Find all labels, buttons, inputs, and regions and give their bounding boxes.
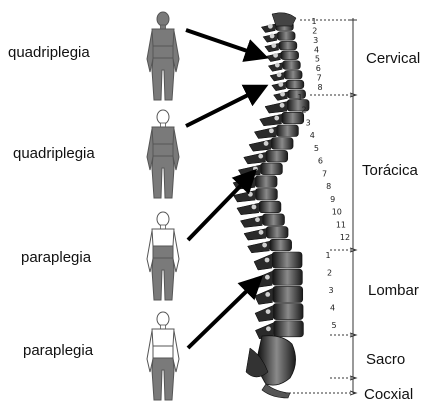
human-figure-1 [147,12,179,100]
vertebra-body [255,176,277,188]
vertebra-number: 7 [317,74,322,83]
vertebra-number: 7 [322,169,327,178]
vertebra-number: 8 [326,182,331,191]
vertebra-body [255,189,277,201]
vertebra-number: 5 [315,55,320,64]
vertebra-number: 4 [330,304,335,313]
vertebra-body [282,61,300,70]
region-label-lombar: Lombar [368,282,419,299]
vertebra-number: 2 [302,106,307,115]
arrow-to-cervical-top [186,30,262,56]
vertebra-body [273,286,303,302]
vertebra-number: 12 [340,233,350,242]
vertebra-number: 3 [328,286,333,295]
vertebra-body [260,163,282,175]
vertebra-body [270,239,292,251]
vertebra-body [276,125,298,137]
coccyx [262,384,290,398]
figure-label-2: quadriplegia [13,145,95,162]
arrow-to-cervical-low [186,88,262,126]
arrows-group [186,30,262,348]
figure-label-3: paraplegia [21,249,91,266]
region-label-cocxial: Cocxial [364,386,413,403]
vertebra-body [262,214,284,226]
human-figure-4 [147,312,179,400]
figure-label-4: paraplegia [23,342,93,359]
vertebra-body [272,269,302,285]
vertebra-body [266,150,288,162]
vertebra-body [279,41,297,50]
vertebra-body [271,138,293,150]
vertebra-number: 6 [316,64,321,73]
vertebra-body [277,32,295,41]
figure-label-1: quadriplegia [8,44,90,61]
vertebra-body [272,252,302,268]
vertebra-number: 5 [331,321,336,330]
vertebra-body [281,51,299,60]
sacrum [258,336,296,385]
vertebra-body [266,227,288,239]
vertebra-number: 1 [297,93,302,102]
human-figure-2 [147,110,179,198]
human-figure-3 [147,212,179,300]
vertebra-number: 1 [311,17,316,26]
vertebra-number: 4 [314,45,319,54]
vertebra-number: 4 [310,131,315,140]
vertebra-number: 10 [332,208,342,217]
vertebra-number: 2 [312,26,317,35]
vertebra-body [286,80,304,89]
vertebra-number: 11 [336,220,346,229]
vertebra-number: 1 [325,251,330,260]
vertebra-body [273,321,303,337]
vertebra-number: 3 [313,36,318,45]
region-label-cervical: Cervical [366,50,420,67]
vertebra-body [273,304,303,320]
vertebra-number: 8 [317,83,322,92]
vertebral-column [233,13,309,398]
vertebra-body [259,201,281,213]
vertebra-number: 5 [314,144,319,153]
arrow-to-lumbar [188,280,258,348]
vertebra-number: 6 [318,157,323,166]
vertebra-body [284,71,302,80]
figures-group [147,12,179,400]
region-label-sacro: Sacro [366,351,405,368]
vertebra-number: 9 [330,195,335,204]
vertebra-body [282,112,304,124]
vertebra-number: 2 [327,269,332,278]
vertebra-number: 3 [306,118,311,127]
region-label-toracica: Torácica [362,162,418,179]
